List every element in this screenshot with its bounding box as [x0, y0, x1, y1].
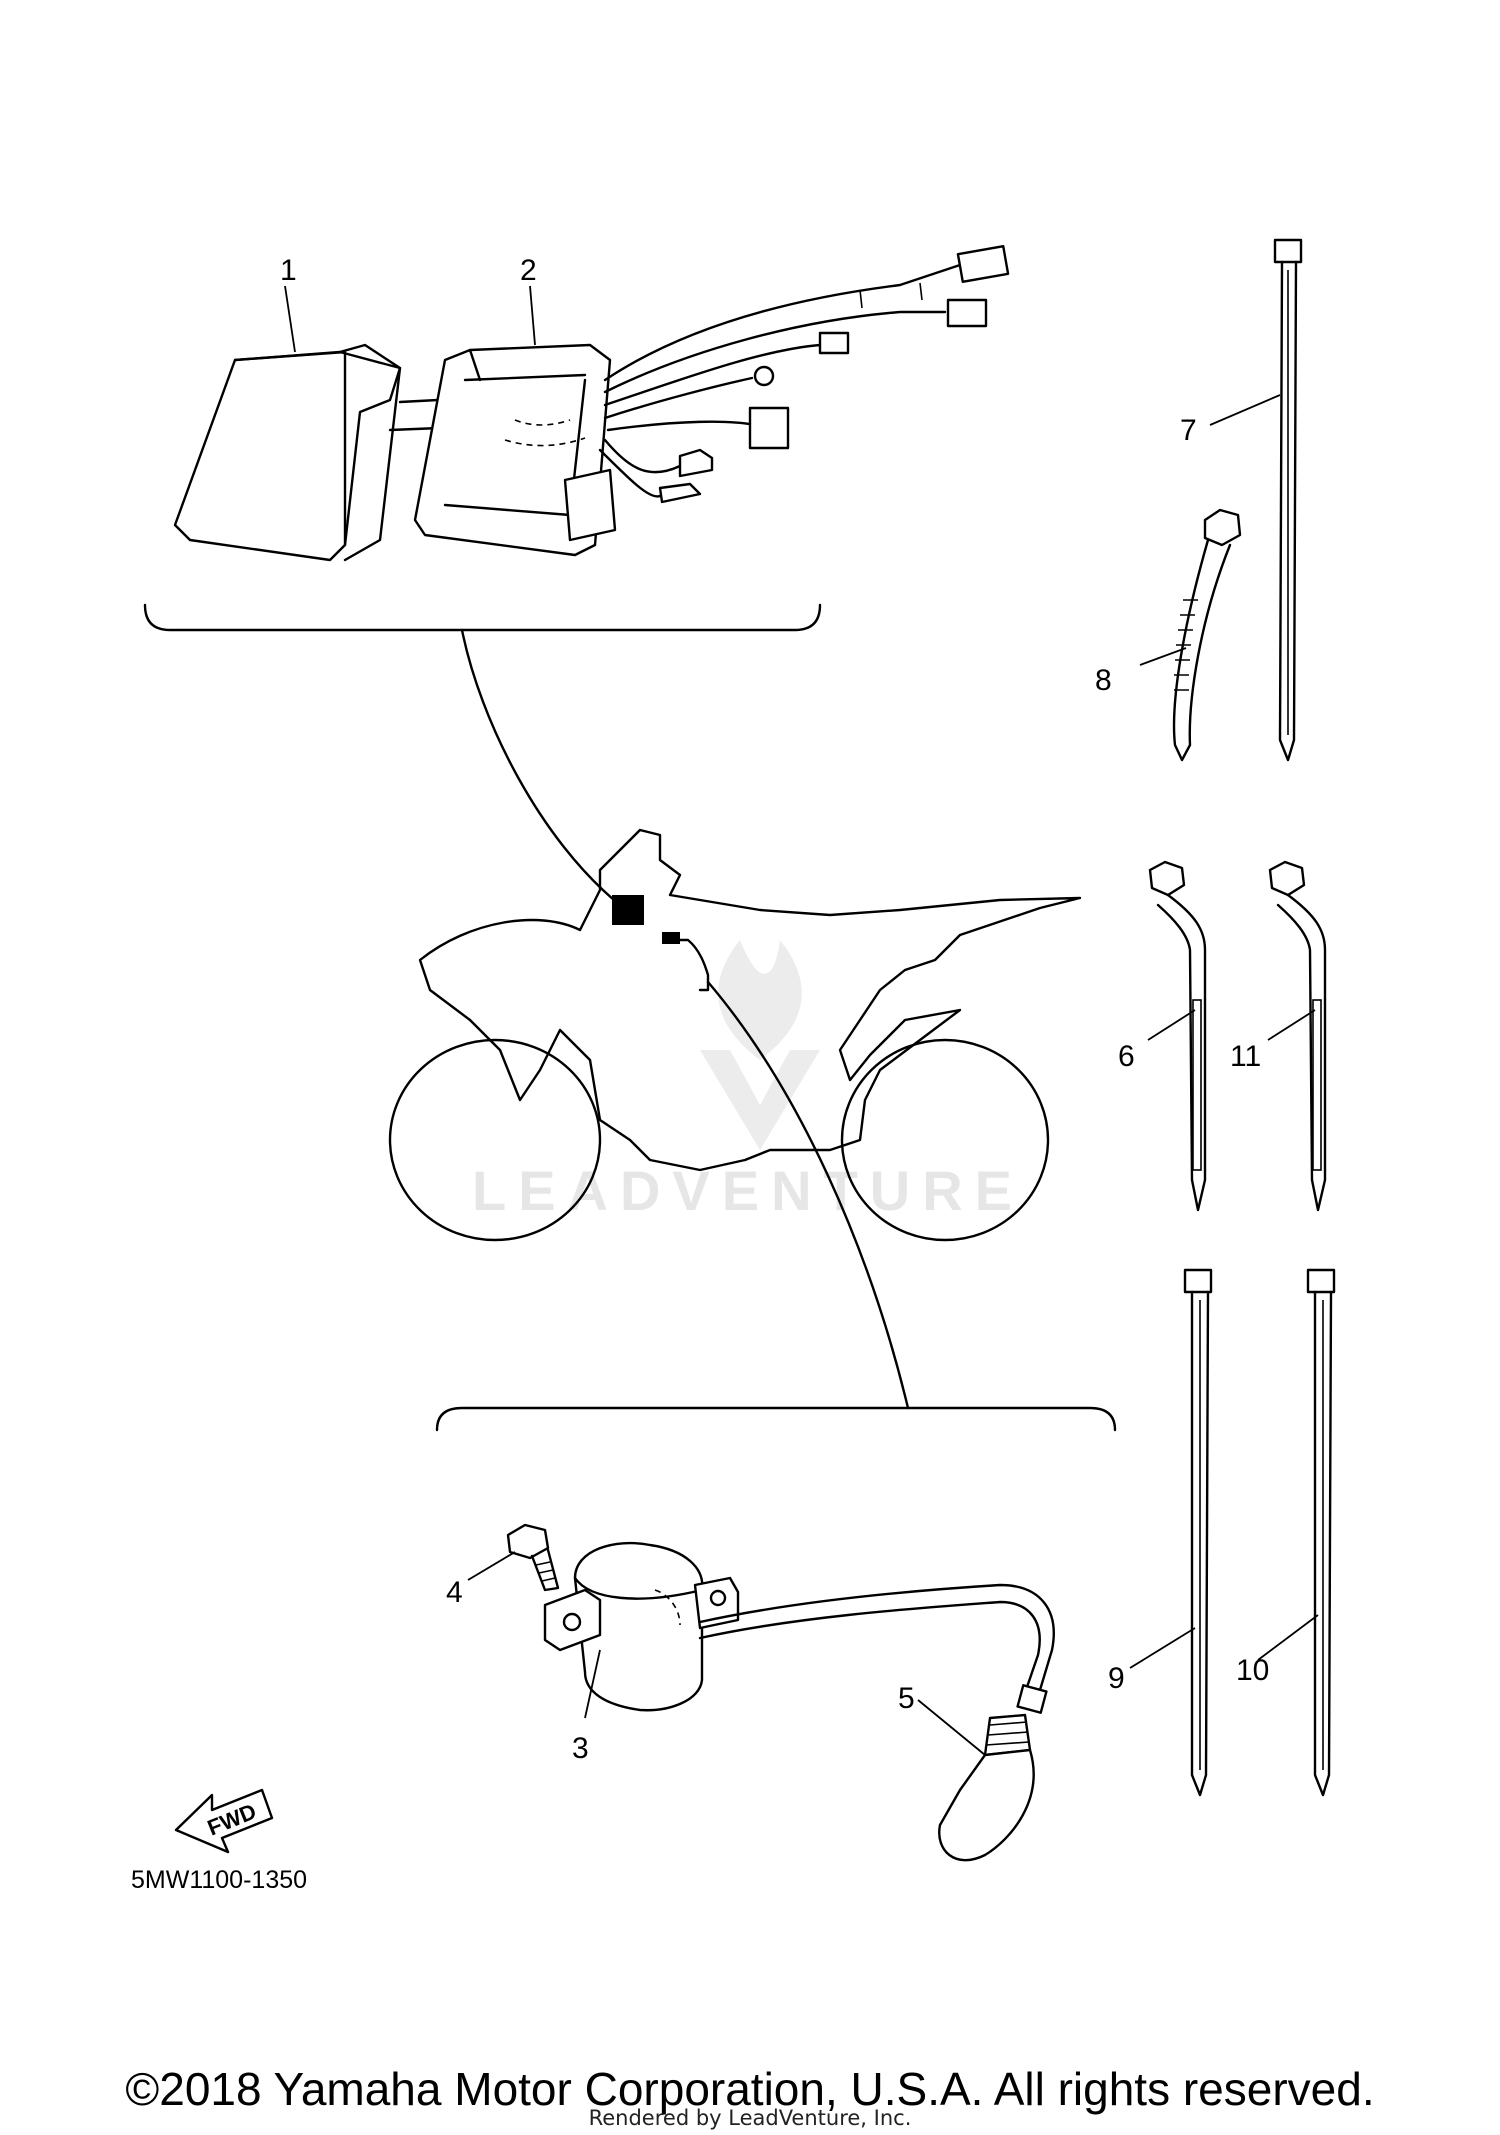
cable-tie-8 — [1172, 508, 1242, 762]
motorcycle-outline — [388, 828, 1082, 1242]
cdi-unit — [173, 343, 442, 562]
leader-lines — [284, 285, 1319, 1756]
cable-tie-7 — [1273, 238, 1303, 762]
cdi-bracket-harness — [413, 245, 1010, 557]
lower-callout-bracket — [435, 980, 1117, 1432]
part-number-10: 10 — [1236, 1654, 1269, 1687]
cdi-location-marker — [612, 895, 644, 925]
part-number-4: 4 — [446, 1576, 463, 1609]
part-number-1: 1 — [280, 254, 297, 287]
diagram-code: 5MW1100-1350 — [131, 1866, 307, 1894]
upper-callout-bracket — [143, 603, 822, 907]
part-number-7: 7 — [1180, 414, 1197, 447]
part-number-labels: 1 2 7 8 6 11 4 3 5 9 10 — [280, 254, 1269, 1765]
part-number-3: 3 — [572, 1732, 589, 1765]
rendered-by-notice: Rendered by LeadVenture, Inc. — [588, 2106, 912, 2130]
copyright-notice: ©2018 Yamaha Motor Corporation, U.S.A. A… — [125, 2063, 1375, 2115]
part-number-9: 9 — [1108, 1662, 1125, 1695]
ignition-coil — [543, 1541, 1055, 1714]
watermark: LEADVENTURE — [472, 940, 1024, 1222]
part-number-5: 5 — [898, 1682, 915, 1715]
part-number-2: 2 — [520, 254, 537, 287]
band-clip-6 — [1148, 860, 1207, 1212]
cable-tie-9 — [1183, 1268, 1213, 1797]
part-number-6: 6 — [1118, 1040, 1135, 1073]
fwd-arrow: FWD — [174, 1788, 274, 1854]
bolt — [506, 1523, 560, 1592]
spark-plug-cap — [938, 1713, 1035, 1862]
watermark-text: LEADVENTURE — [472, 1159, 1024, 1222]
band-clip-11 — [1268, 860, 1327, 1212]
cable-tie-10 — [1306, 1268, 1336, 1797]
part-number-11: 11 — [1230, 1040, 1261, 1073]
part-number-8: 8 — [1095, 664, 1112, 697]
